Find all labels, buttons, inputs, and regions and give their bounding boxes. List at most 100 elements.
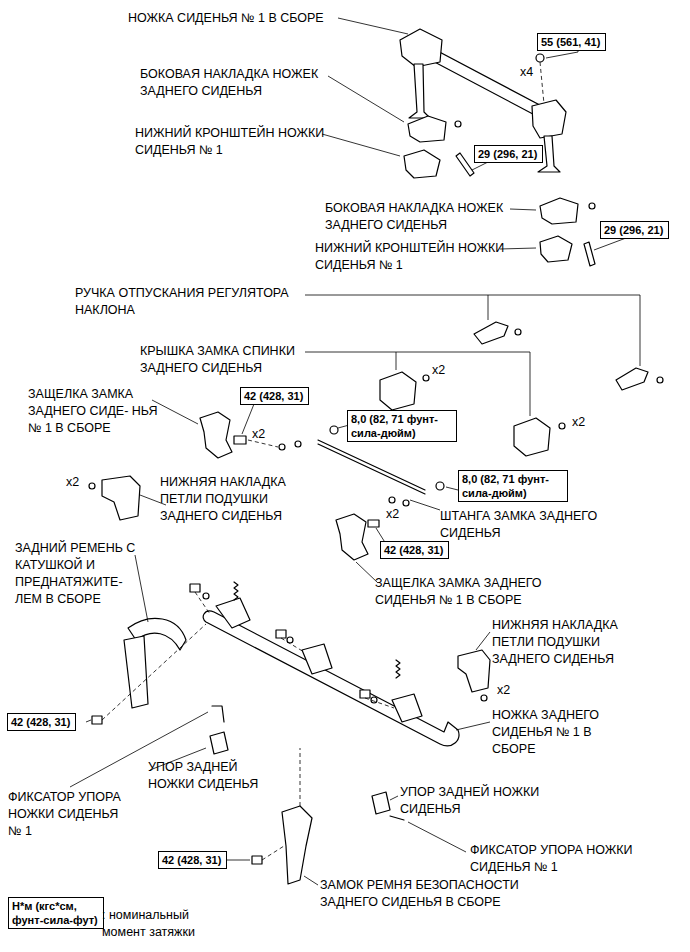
quantity-label: x2 (497, 682, 527, 699)
washer (389, 497, 395, 503)
bolt (584, 242, 595, 266)
belt-buckle (282, 806, 312, 884)
part-label: ФИКСАТОР УПОРА НОЖКИ СИДЕНЬЯ № 1 (8, 789, 130, 840)
part-label: УПОР ЗАДНЕЙ НОЖКИ СИДЕНЬЯ (148, 759, 273, 793)
side-cover (408, 116, 446, 142)
leg-stopper (210, 732, 228, 754)
frame-plate (302, 644, 332, 674)
lock-rod (318, 444, 425, 494)
side-cover (540, 198, 578, 224)
torque-value: 42 (428, 31) (162, 853, 223, 867)
quantity-label: x2 (66, 474, 96, 491)
torque-value: 8,0 (82, 71 фунт- сила-дюйм) (462, 472, 564, 500)
torque-box: 29 (296, 21) (474, 145, 543, 163)
screw (423, 375, 429, 381)
bolt (252, 856, 262, 864)
washer (403, 500, 409, 506)
part-label: НОЖКА ЗАДНЕГО СИДЕНЬЯ № 1 В СБОРЕ (492, 707, 617, 758)
nut (330, 426, 338, 434)
part-label: ШТАНГА ЗАМКА ЗАДНЕГО СИДЕНЬЯ (440, 508, 610, 542)
lock-cover (380, 372, 416, 410)
part-label: НОЖКА СИДЕНЬЯ № 1 В СБОРЕ (128, 10, 388, 27)
part-label: НИЖНИЙ КРОНШТЕЙН НОЖКИ СИДЕНЬЯ № 1 (135, 125, 325, 159)
bolt (456, 153, 474, 176)
leader-lines (70, 18, 640, 885)
part-label: ЗАДНИЙ РЕМЕНЬ С КАТУШКОЙ И ПРЕДНАТЯЖИТЕ-… (15, 540, 145, 608)
bolt (360, 690, 370, 698)
torque-box: 8,0 (82, 71 фунт- сила-дюйм) (347, 410, 457, 442)
screw (515, 329, 521, 335)
torque-value: 42 (428, 31) (11, 715, 72, 729)
latch (336, 514, 368, 560)
screw (89, 483, 95, 489)
washer (295, 441, 301, 447)
stopper-retainer (390, 816, 404, 820)
torque-box: 42 (428, 31) (240, 387, 309, 405)
legend-box: Н*м (кгс*см, фунт-сила-фут) (8, 897, 104, 929)
part-label: ФИКСАТОР УПОРА НОЖКИ СИДЕНЬЯ № 1 (470, 842, 682, 876)
spring (234, 582, 238, 600)
lower-bracket (404, 150, 440, 178)
part-label: ЗАЩЕЛКА ЗАМКА ЗАДНЕГО СИДЕ- НЬЯ № 1 В СБ… (28, 386, 163, 437)
quantity-label: x2 (252, 426, 282, 443)
torque-value: 29 (296, 21) (604, 223, 665, 237)
part-label: УПОР ЗАДНЕЙ НОЖКИ СИДЕНЬЯ (400, 784, 560, 818)
screw (481, 695, 487, 701)
washer (279, 444, 285, 450)
screw (657, 377, 663, 383)
retractor (124, 636, 148, 708)
torque-value: 29 (296, 21) (478, 147, 539, 161)
seat-leg-bracket (532, 100, 566, 138)
part-label: ЗАМОК РЕМНЯ БЕЗОПАСНОСТИ ЗАДНЕГО СИДЕНЬЯ… (320, 877, 560, 911)
part-label: НИЖНЯЯ НАКЛАДКА ПЕТЛИ ПОДУШКИ ЗАДНЕГО СИ… (160, 474, 305, 525)
seat-leg-bracket (400, 29, 442, 67)
torque-value: 55 (561, 41) (541, 35, 602, 49)
part-label: ЗАЩЕЛКА ЗАМКА ЗАДНЕГО СИДЕНЬЯ № 1 В СБОР… (375, 575, 575, 609)
frame-plate (392, 694, 422, 722)
screw (559, 423, 565, 429)
part-label: : номинальный момент затяжки (102, 907, 212, 941)
part-label: КРЫШКА ЗАМКА СПИНКИ ЗАДНЕГО СИДЕНЬЯ (140, 343, 330, 377)
quantity-label: x2 (432, 362, 462, 379)
torque-box: 55 (561, 41) (537, 33, 606, 51)
torque-value: 42 (428, 31) (244, 389, 305, 403)
hinge-trim (458, 650, 490, 692)
leg-stopper (372, 792, 390, 814)
bolt (190, 584, 200, 592)
torque-box: 42 (428, 31) (7, 713, 76, 731)
bolt (234, 436, 246, 444)
torque-value: 8,0 (82, 71 фунт- сила-дюйм) (351, 412, 453, 440)
torque-box: 8,0 (82, 71 фунт- сила-дюйм) (458, 470, 568, 502)
assembly-lines (102, 62, 544, 860)
torque-box: 29 (296, 21) (600, 221, 669, 239)
nut (436, 482, 444, 490)
release-handle (616, 368, 648, 390)
bolt (536, 54, 544, 62)
bolt (368, 520, 379, 527)
washer (203, 593, 209, 599)
lock-cover (514, 418, 550, 456)
quantity-label: x2 (572, 414, 602, 431)
torque-box: 42 (428, 31) (158, 851, 227, 869)
hinge-trim (102, 476, 140, 520)
quantity-label: x4 (520, 64, 550, 81)
torque-value: Н*м (кгс*см, фунт-сила-фут) (12, 899, 100, 927)
latch (200, 412, 232, 458)
torque-box: 42 (428, 31) (380, 541, 449, 559)
part-label: НИЖНИЙ КРОНШТЕЙН НОЖКИ СИДЕНЬЯ № 1 (315, 240, 510, 274)
screw (455, 121, 461, 127)
screw (589, 203, 595, 209)
part-label: НИЖНЯЯ НАКЛАДКА ПЕТЛИ ПОДУШКИ ЗАДНЕГО СИ… (492, 617, 642, 668)
spring (396, 660, 400, 678)
seat-leg-post (409, 64, 430, 118)
quantity-label: x2 (386, 506, 416, 523)
stopper-retainer (212, 706, 224, 722)
lock-rod (318, 440, 425, 490)
bolt (276, 630, 286, 638)
torque-value: 42 (428, 31) (384, 543, 445, 557)
part-label: РУЧКА ОТПУСКАНИЯ РЕГУЛЯТОРА НАКЛОНА (75, 285, 325, 319)
part-label: БОКОВАЯ НАКЛАДКА НОЖЕК ЗАДНЕГО СИДЕНЬЯ (140, 66, 340, 100)
lower-bracket (540, 236, 572, 262)
bolt (92, 716, 102, 724)
release-handle (474, 322, 508, 344)
